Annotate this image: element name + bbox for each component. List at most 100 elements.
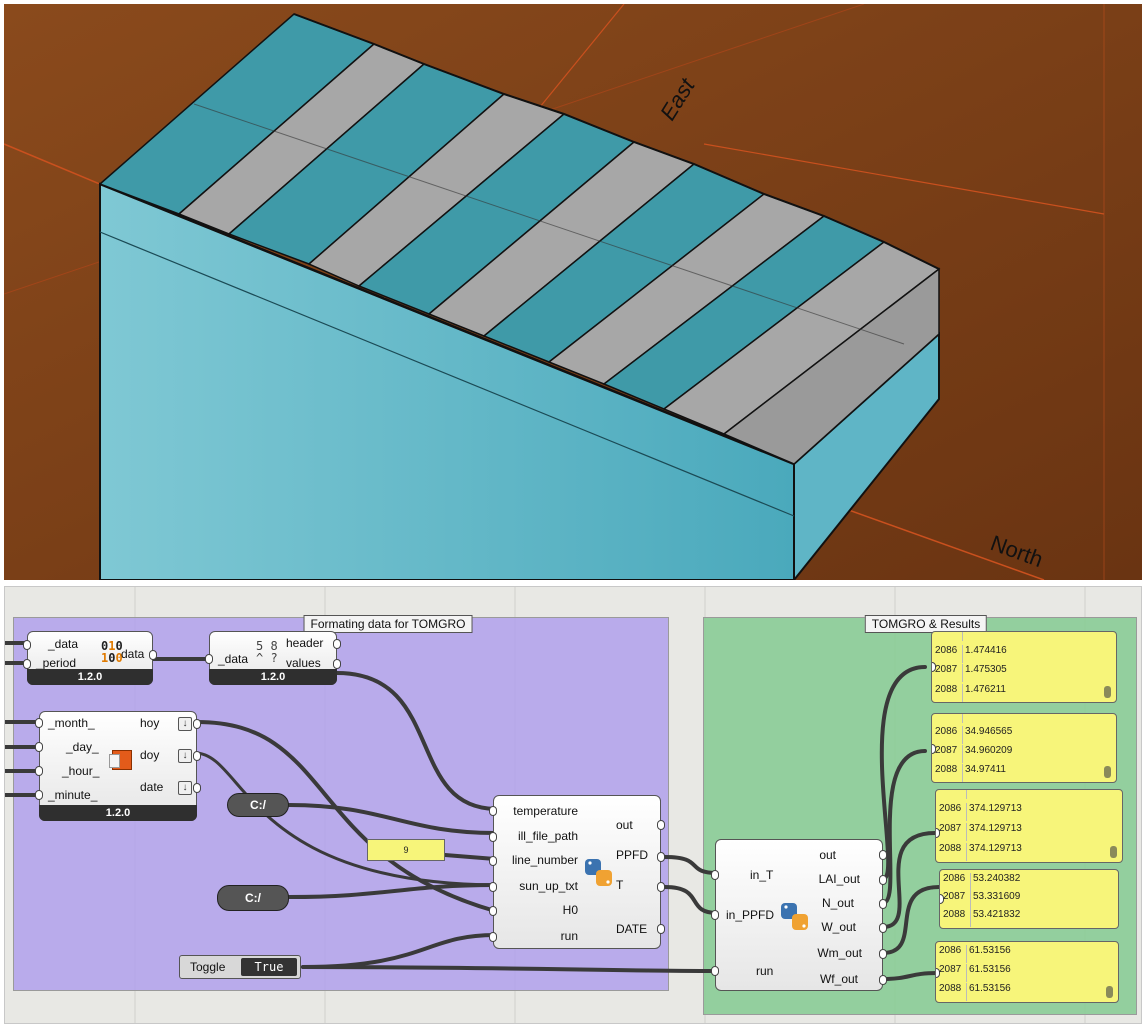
in-t-input-label: in_T [750, 868, 774, 882]
3d-viewport[interactable]: East North [4, 4, 1142, 580]
run-input-port[interactable] [489, 932, 497, 942]
wm-out-output-label: Wm_out [817, 946, 862, 960]
deconstruct-version: 1.2.0 [209, 669, 337, 685]
month-input-label: _month_ [48, 716, 95, 730]
deconstruct-values-output-port[interactable] [333, 659, 341, 669]
hour-input-port[interactable] [35, 766, 43, 776]
wm-out-output-port[interactable] [879, 949, 887, 959]
h0-input-label: H0 [562, 903, 578, 917]
temperature-input-port[interactable] [489, 806, 497, 816]
panel-scrollbar[interactable] [1104, 766, 1111, 778]
minute-input-port[interactable] [35, 790, 43, 800]
period-data-output-port[interactable] [149, 650, 157, 660]
toggle-value[interactable]: True [241, 958, 297, 976]
hoy-flatten-icon[interactable]: ↓ [178, 717, 192, 731]
python-icon [585, 859, 612, 886]
t-output-label: T [616, 878, 624, 892]
deconstruct-data-input-port[interactable] [205, 654, 213, 664]
date-output-port-py[interactable] [657, 924, 665, 934]
hoy-output-label: hoy [140, 716, 160, 730]
wf-out-output-port[interactable] [879, 975, 887, 985]
tomgro-run-input-port[interactable] [711, 966, 719, 976]
in-t-input-port[interactable] [711, 870, 719, 880]
line-number-input-port[interactable] [489, 856, 497, 866]
deconstruct-header-output-label: header [286, 636, 324, 650]
period-data-input-port[interactable] [23, 640, 31, 650]
deconstruct-icon: 5 8^ ? [256, 639, 278, 665]
period-data-output-label: data [121, 647, 145, 661]
out-output-port[interactable] [657, 820, 665, 830]
day-input-label: _day_ [66, 740, 99, 754]
temperature-input-label: temperature [513, 804, 578, 818]
lai-out-output-port[interactable] [879, 875, 887, 885]
ppfd-output-label: PPFD [616, 848, 649, 862]
calendar-icon [109, 750, 132, 770]
date-output-port[interactable] [193, 783, 201, 793]
grasshopper-canvas[interactable]: Formating data for TOMGRO TOMGRO & Resul… [4, 586, 1142, 1024]
greenhouse-model: East North [4, 4, 1142, 580]
date-output-label: date [140, 780, 164, 794]
w-out-output-label: W_out [821, 920, 856, 934]
out-output-label: out [616, 818, 633, 832]
line-number-slider[interactable]: 9 [367, 839, 445, 861]
time-version: 1.2.0 [39, 805, 197, 821]
binary-icon: 010 100 [101, 639, 123, 665]
python-formatting-component[interactable]: temperature ill_file_path line_number su… [489, 795, 665, 949]
panel-scrollbar[interactable] [1104, 686, 1111, 698]
doy-output-port[interactable] [193, 751, 201, 761]
in-ppfd-input-label: in_PPFD [726, 908, 775, 922]
month-input-port[interactable] [35, 718, 43, 728]
tomgro-out-output-label: out [819, 848, 836, 862]
panel-scrollbar[interactable] [1106, 986, 1113, 998]
ill-file-path-input-port[interactable] [489, 832, 497, 842]
deconstruct-values-output-label: values [286, 656, 321, 670]
h0-input-port[interactable] [489, 906, 497, 916]
boolean-toggle[interactable]: Toggle True [179, 955, 301, 979]
panel-scrollbar[interactable] [1110, 846, 1117, 858]
period-period-input-port[interactable] [23, 659, 31, 669]
hour-input-label: _hour_ [62, 764, 100, 778]
python-icon-2 [781, 903, 808, 930]
day-input-port[interactable] [35, 742, 43, 752]
doy-flatten-icon[interactable]: ↓ [178, 749, 192, 763]
n-out-output-port[interactable] [879, 899, 887, 909]
w-out-output-port[interactable] [879, 923, 887, 933]
t-output-port[interactable] [657, 882, 665, 892]
ill-file-path-input-label: ill_file_path [517, 829, 578, 843]
doy-output-label: doy [140, 748, 160, 762]
date-flatten-icon[interactable]: ↓ [178, 781, 192, 795]
period-component[interactable]: _data _period 010 100 data 1.2.0 [23, 631, 157, 685]
tomgro-out-output-port[interactable] [879, 850, 887, 860]
grid-line [703, 143, 1105, 215]
deconstruct-data-input-label: _data [218, 652, 249, 666]
sun-up-file-path-param[interactable]: C:/ [217, 885, 289, 911]
deconstruct-component[interactable]: _data 5 8^ ? header values 1.2.0 [205, 631, 341, 685]
deconstruct-header-output-port[interactable] [333, 639, 341, 649]
tomgro-run-input-label: run [756, 964, 774, 978]
group-formatting-title[interactable]: Formating data for TOMGRO [303, 615, 473, 633]
group-results-title[interactable]: TOMGRO & Results [864, 615, 988, 633]
tomgro-python-component[interactable]: in_T in_PPFD run out LAI_out N_out W_out… [711, 839, 887, 991]
file-path-icon: C:/ [250, 798, 266, 812]
file-path-param[interactable]: C:/ [227, 793, 289, 817]
ppfd-output-port[interactable] [657, 852, 665, 862]
sun-up-txt-input-port[interactable] [489, 882, 497, 892]
in-ppfd-input-port[interactable] [711, 910, 719, 920]
hoy-output-port[interactable] [193, 719, 201, 729]
time-component[interactable]: _month_ _day_ _hour_ _minute_ hoy doy da… [35, 711, 201, 821]
